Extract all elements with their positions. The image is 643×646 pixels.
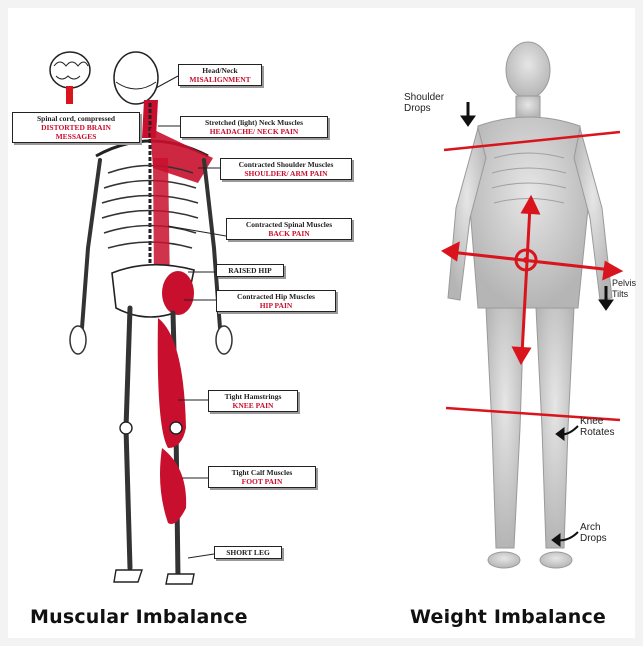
label-calf-muscles-detail: FOOT PAIN [212, 477, 312, 486]
label-head-neck: Head/Neck MISALIGNMENT [178, 64, 262, 86]
label-spinal-muscles-title: Contracted Spinal Muscles [230, 220, 348, 229]
label-raised-hip: RAISED HIP [216, 264, 284, 277]
label-short-leg: SHORT LEG [214, 546, 282, 559]
label-shoulder-muscles-title: Contracted Shoulder Muscles [224, 160, 348, 169]
annotation-pelvis-line1: Pelvis [612, 278, 636, 289]
body-silhouette [448, 42, 612, 568]
label-neck-muscles: Stretched (light) Neck Muscles HEADACHE/… [180, 116, 328, 138]
label-shoulder-muscles-detail: SHOULDER/ ARM PAIN [224, 169, 348, 178]
label-spinal-cord-detail-2: MESSAGES [16, 132, 136, 141]
label-calf-muscles-title: Tight Calf Muscles [212, 468, 312, 477]
annotation-knee-line2: Rotates [580, 427, 614, 438]
label-hip-muscles: Contracted Hip Muscles HIP PAIN [216, 290, 336, 312]
annotation-knee: Knee Rotates [580, 416, 614, 438]
label-calf-muscles: Tight Calf Muscles FOOT PAIN [208, 466, 316, 488]
annotation-knee-line1: Knee [580, 416, 614, 427]
label-hamstrings-detail: KNEE PAIN [212, 401, 294, 410]
annotation-pelvis: Pelvis Tilts [612, 278, 636, 300]
label-hamstrings: Tight Hamstrings KNEE PAIN [208, 390, 298, 412]
caption-weight-imbalance: Weight Imbalance [410, 606, 606, 628]
skull-icon [114, 52, 158, 104]
label-spinal-cord-detail: DISTORTED BRAIN [16, 123, 136, 132]
label-neck-muscles-detail: HEADACHE/ NECK PAIN [184, 127, 324, 136]
label-short-leg-title: SHORT LEG [218, 548, 278, 557]
annotation-shoulder-line2: Drops [404, 103, 444, 114]
brain-icon [50, 52, 90, 104]
annotation-arch: Arch Drops [580, 522, 607, 544]
label-neck-muscles-title: Stretched (light) Neck Muscles [184, 118, 324, 127]
figure-panel: Head/Neck MISALIGNMENT Spinal cord, comp… [8, 8, 635, 638]
label-spinal-cord: Spinal cord, compressed DISTORTED BRAIN … [12, 112, 140, 143]
annotation-shoulder-line1: Shoulder [404, 92, 444, 103]
label-hip-muscles-title: Contracted Hip Muscles [220, 292, 332, 301]
label-hamstrings-title: Tight Hamstrings [212, 392, 294, 401]
label-spinal-cord-title: Spinal cord, compressed [16, 114, 136, 123]
label-spinal-muscles-detail: BACK PAIN [230, 229, 348, 238]
annotation-shoulder: Shoulder Drops [404, 92, 444, 114]
annotation-arch-line1: Arch [580, 522, 607, 533]
annotation-pelvis-line2: Tilts [612, 289, 636, 300]
label-hip-muscles-detail: HIP PAIN [220, 301, 332, 310]
annotation-arch-line2: Drops [580, 533, 607, 544]
label-spinal-muscles: Contracted Spinal Muscles BACK PAIN [226, 218, 352, 240]
label-raised-hip-title: RAISED HIP [220, 266, 280, 275]
label-shoulder-muscles: Contracted Shoulder Muscles SHOULDER/ AR… [220, 158, 352, 180]
label-head-neck-title: Head/Neck [182, 66, 258, 75]
caption-muscular-imbalance: Muscular Imbalance [30, 606, 248, 628]
label-head-neck-detail: MISALIGNMENT [182, 75, 258, 84]
